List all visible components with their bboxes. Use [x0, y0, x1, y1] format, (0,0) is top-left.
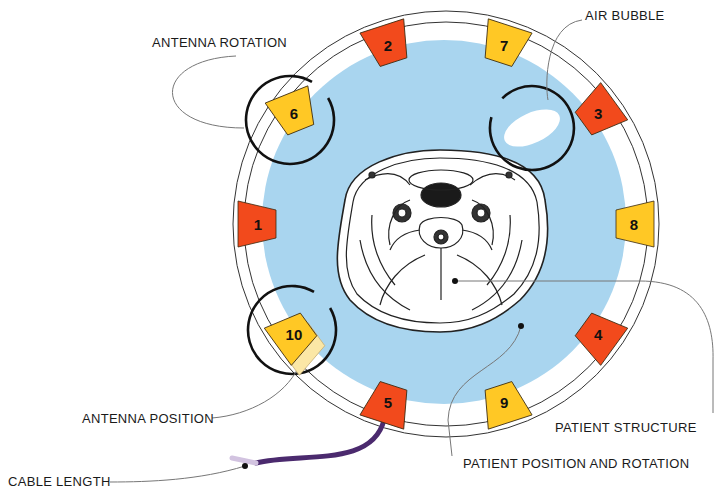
antenna: 5 — [358, 373, 418, 433]
antenna: 2 — [358, 15, 418, 75]
air-bubble — [498, 102, 565, 155]
outer-ring — [233, 11, 659, 437]
antenna-number: 2 — [384, 38, 392, 53]
patient-section — [337, 150, 547, 332]
callout-label: ANTENNA POSITION — [82, 411, 214, 427]
antenna: 8 — [604, 194, 664, 254]
leader-dot — [452, 278, 458, 284]
antenna-number: 10 — [286, 327, 303, 342]
antenna: 4 — [568, 305, 628, 365]
callout-label: CABLE LENGTH — [8, 474, 111, 490]
cable — [256, 420, 384, 463]
antenna-body — [238, 201, 276, 247]
antenna-body — [570, 83, 628, 143]
callout-label: PATIENT POSITION AND ROTATION — [463, 456, 689, 472]
rotation-arc — [246, 76, 334, 164]
callout-label: ANTENNA ROTATION — [152, 35, 287, 51]
antenna-body — [570, 305, 628, 365]
rotation-arc — [248, 286, 336, 374]
antenna-number: 6 — [290, 106, 298, 121]
leader-dot — [242, 463, 248, 469]
inner-ring — [244, 22, 648, 426]
antenna: 6 — [264, 83, 324, 143]
antenna-body — [264, 305, 322, 365]
antenna-number: 4 — [594, 327, 602, 342]
antenna: 1 — [228, 194, 288, 254]
antenna-number: 3 — [594, 106, 602, 121]
rotation-arc — [490, 86, 574, 170]
antenna-number: 5 — [384, 395, 392, 410]
antenna-number: 7 — [500, 38, 508, 53]
antenna-number: 1 — [254, 217, 262, 232]
antenna-body — [360, 19, 415, 69]
cable-end — [232, 458, 256, 463]
antenna-number: 8 — [630, 217, 638, 232]
antenna: 10 — [264, 305, 324, 365]
callout-label: AIR BUBBLE — [585, 8, 665, 24]
antenna-body — [477, 379, 532, 429]
antenna: 3 — [568, 83, 628, 143]
water-bolus — [262, 40, 626, 404]
antenna-body — [265, 86, 322, 138]
antenna: 7 — [474, 15, 534, 75]
antenna-number: 9 — [500, 395, 508, 410]
antenna-body — [477, 19, 532, 69]
callout-label: PATIENT STRUCTURE — [555, 420, 697, 436]
antenna-body — [360, 379, 415, 429]
antenna-body — [616, 201, 654, 247]
antenna: 9 — [474, 373, 534, 433]
leader-dot — [518, 323, 524, 329]
